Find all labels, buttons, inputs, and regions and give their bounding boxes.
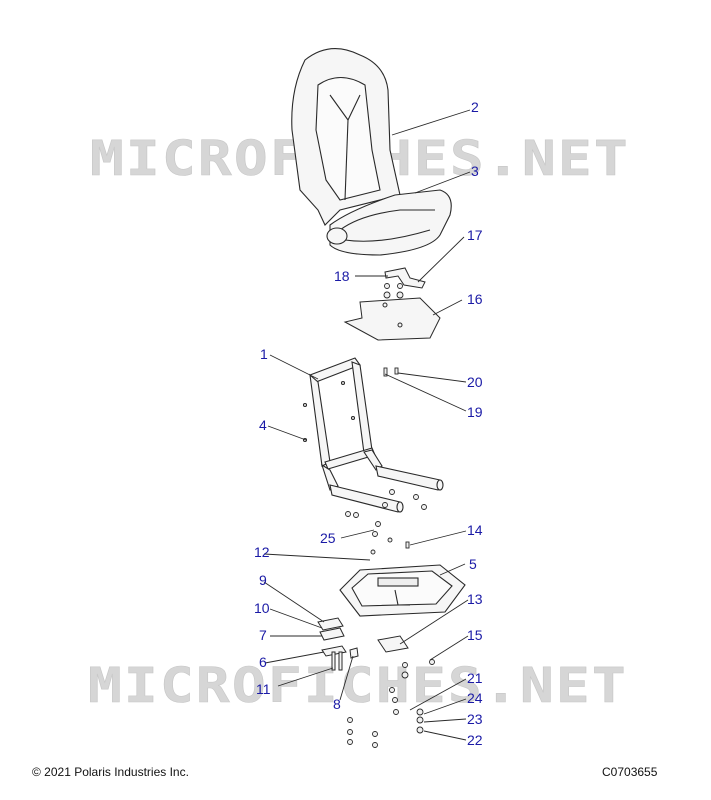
callout-10: 10 — [254, 600, 270, 616]
fasteners-group-c — [347, 659, 435, 748]
seat-base-part-5 — [339, 564, 466, 617]
seat-cushion — [329, 189, 452, 256]
callout-2: 2 — [471, 99, 479, 115]
callout-16: 16 — [467, 291, 483, 307]
callout-6: 6 — [259, 654, 267, 670]
callout-18: 18 — [334, 268, 350, 284]
callout-19: 19 — [467, 404, 483, 420]
callout-7: 7 — [259, 627, 267, 643]
callout-9: 9 — [259, 572, 267, 588]
leader-lines — [263, 109, 471, 741]
callout-21: 21 — [467, 670, 483, 686]
seat-back-inner — [315, 76, 381, 201]
seat-frame-part-1 — [302, 357, 444, 513]
bracket-part-17 — [384, 267, 426, 289]
callout-3: 3 — [471, 163, 479, 179]
bracket-part-13 — [377, 635, 409, 653]
svg-text:MICROFICHES.NET: MICROFICHES.NET — [88, 658, 628, 714]
drawing-number: C0703655 — [602, 765, 658, 779]
callout-13: 13 — [467, 591, 483, 607]
callout-11: 11 — [256, 681, 271, 697]
watermark-bottom: MICROFICHES.NET — [88, 658, 628, 715]
seat-assembly — [291, 48, 452, 256]
callout-12: 12 — [254, 544, 270, 560]
callout-15: 15 — [467, 627, 483, 643]
callout-17: 17 — [467, 227, 483, 243]
callout-4: 4 — [259, 417, 267, 433]
mounting-plate-part-16 — [343, 297, 441, 341]
fasteners-group-b — [345, 367, 427, 555]
latch-parts — [317, 617, 359, 671]
callout-20: 20 — [467, 374, 483, 390]
copyright-text: © 2021 Polaris Industries Inc. — [32, 765, 189, 779]
callout-23: 23 — [467, 711, 483, 727]
callout-22: 22 — [467, 732, 483, 748]
fasteners-group-a — [383, 283, 404, 299]
callout-24: 24 — [467, 690, 483, 706]
callout-25: 25 — [320, 530, 336, 546]
callout-14: 14 — [467, 522, 483, 538]
callout-5: 5 — [469, 556, 477, 572]
callout-1: 1 — [260, 346, 268, 362]
callout-8: 8 — [333, 696, 341, 712]
